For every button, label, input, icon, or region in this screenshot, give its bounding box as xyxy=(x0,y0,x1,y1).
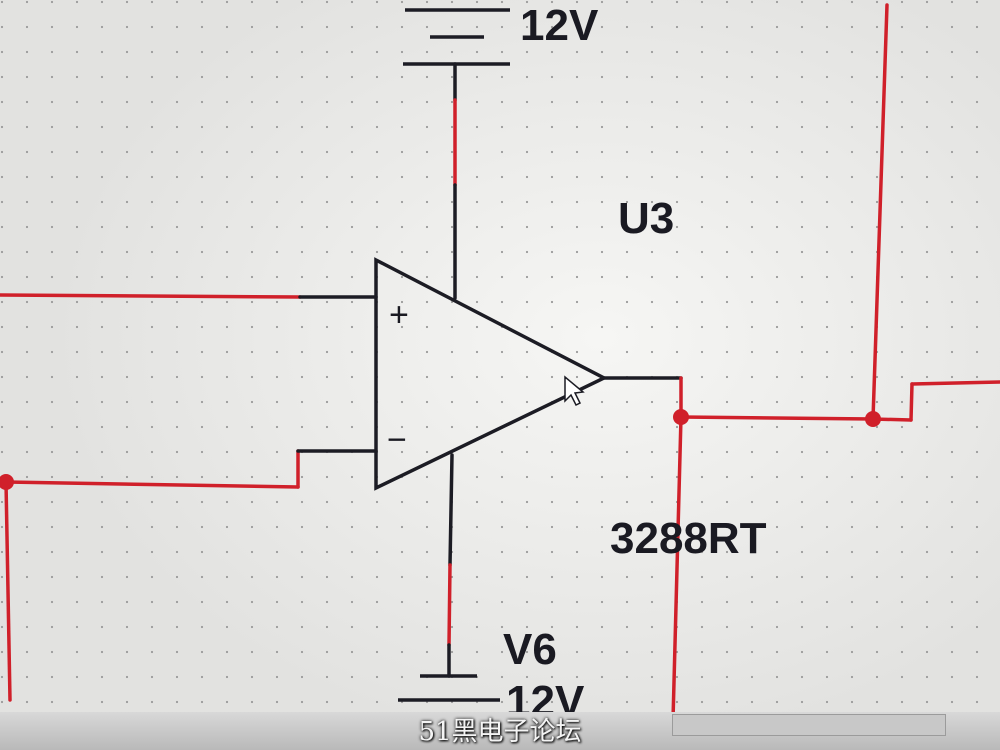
part-value-label: 3288RT xyxy=(610,514,767,563)
watermark-text: 51黑电子论坛 xyxy=(418,716,582,747)
horizontal-scrollbar[interactable] xyxy=(672,714,946,736)
part-ref-label: U3 xyxy=(618,194,674,243)
supply-top-label: 12V xyxy=(520,1,599,50)
noninverting-input-wire[interactable] xyxy=(0,293,378,299)
op-amp-symbol-icon[interactable] xyxy=(374,257,608,491)
ground-symbol-icon[interactable] xyxy=(398,674,500,702)
noninverting-pin-label: + xyxy=(389,296,409,334)
inverting-input-wire[interactable] xyxy=(4,449,378,489)
junction-node-output[interactable] xyxy=(673,409,689,425)
inverting-pin-label: − xyxy=(387,421,407,459)
output-wire[interactable] xyxy=(602,376,1000,722)
right-vertical-wire[interactable] xyxy=(871,3,889,421)
supply-ref-label: V6 xyxy=(503,625,557,674)
left-vertical-wire[interactable] xyxy=(4,480,12,702)
mouse-pointer-icon xyxy=(564,375,585,407)
bottom-supply-wire[interactable] xyxy=(447,453,454,678)
